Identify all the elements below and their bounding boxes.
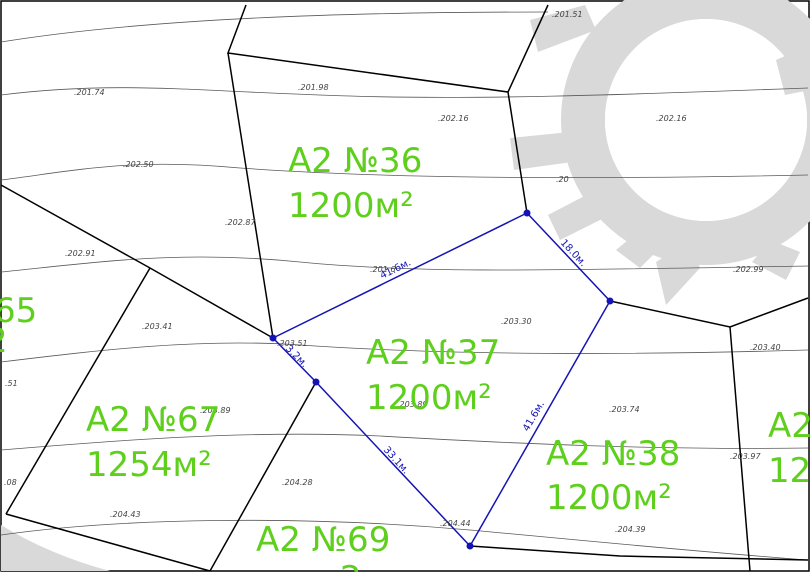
plot-number: А2 — [768, 406, 810, 446]
elevation-mark: .201.6 — [370, 265, 395, 274]
parcel-boundaries — [0, 4, 809, 572]
plot-37-boundary — [272, 212, 611, 548]
elevation-mark: .204.43 — [110, 510, 141, 519]
plot-label-67: А2 №67 1254м² — [86, 400, 220, 485]
plot-number: А2 №36 — [288, 141, 422, 181]
contour-lines — [0, 11, 809, 561]
plot-area: 1200м² — [366, 378, 492, 418]
plot-area: 1254м² — [86, 445, 212, 485]
elevation-mark: .203.51 — [277, 339, 308, 348]
plot-label-38: А2 №38 1200м² — [546, 434, 680, 518]
elevation-mark: .203.89 — [397, 400, 428, 409]
plot-label-right-partial: А2 12( — [768, 406, 810, 491]
plot-label-36: А2 №36 1200м² — [288, 141, 422, 226]
elevation-mark: .202.16 — [656, 114, 687, 123]
plot-label-65-partial: 65 2 — [0, 291, 37, 361]
elevation-mark: .51 — [5, 379, 18, 388]
boundary-vertices — [269, 209, 614, 550]
roundabout — [510, 0, 810, 305]
elevation-mark: .203.97 — [730, 452, 761, 461]
road-area — [1, 525, 110, 571]
plot-label-69: А2 №69 2 — [256, 520, 390, 572]
elevation-mark: .202.16 — [438, 114, 469, 123]
plot-number: А2 №37 — [366, 333, 500, 373]
elevation-mark: .203.41 — [142, 322, 173, 331]
elevation-mark: .203.89 — [200, 406, 231, 415]
elevation-mark: .08 — [4, 478, 17, 487]
elevation-mark: .201.98 — [298, 83, 329, 92]
elevation-mark: .202.87 — [225, 218, 256, 227]
plot-label-37: А2 №37 1200м² — [366, 333, 500, 418]
elevation-mark: .204.44 — [440, 519, 471, 528]
elevation-mark: .203.74 — [609, 405, 640, 414]
plot-area: 1200м² — [288, 186, 414, 226]
plot-area: 2 — [340, 559, 362, 572]
plot-number: А2 №69 — [256, 520, 390, 560]
plot-number: А2 №38 — [546, 434, 680, 474]
elevation-mark: .202.50 — [123, 160, 154, 169]
elevation-mark: .204.39 — [615, 525, 646, 534]
elevation-mark: .202.99 — [733, 265, 764, 274]
elevation-marks: .201.51 .201.74 .201.98 .202.16 .202.16 … — [4, 10, 781, 534]
elevation-mark: .202.91 — [65, 249, 96, 258]
elevation-mark: .201.51 — [552, 10, 583, 19]
plot-area: 12( — [768, 451, 810, 491]
elevation-mark: .20 — [556, 175, 569, 184]
elevation-mark: .201.74 — [74, 88, 105, 97]
plot-area: 1200м² — [546, 478, 672, 518]
elevation-mark: .203.30 — [501, 317, 532, 326]
elevation-mark: .204.28 — [282, 478, 313, 487]
elevation-mark: .203.40 — [750, 343, 781, 352]
plot-number: 65 — [0, 291, 37, 331]
plot-area: 2 — [0, 321, 8, 361]
plot-number: А2 №67 — [86, 400, 220, 440]
